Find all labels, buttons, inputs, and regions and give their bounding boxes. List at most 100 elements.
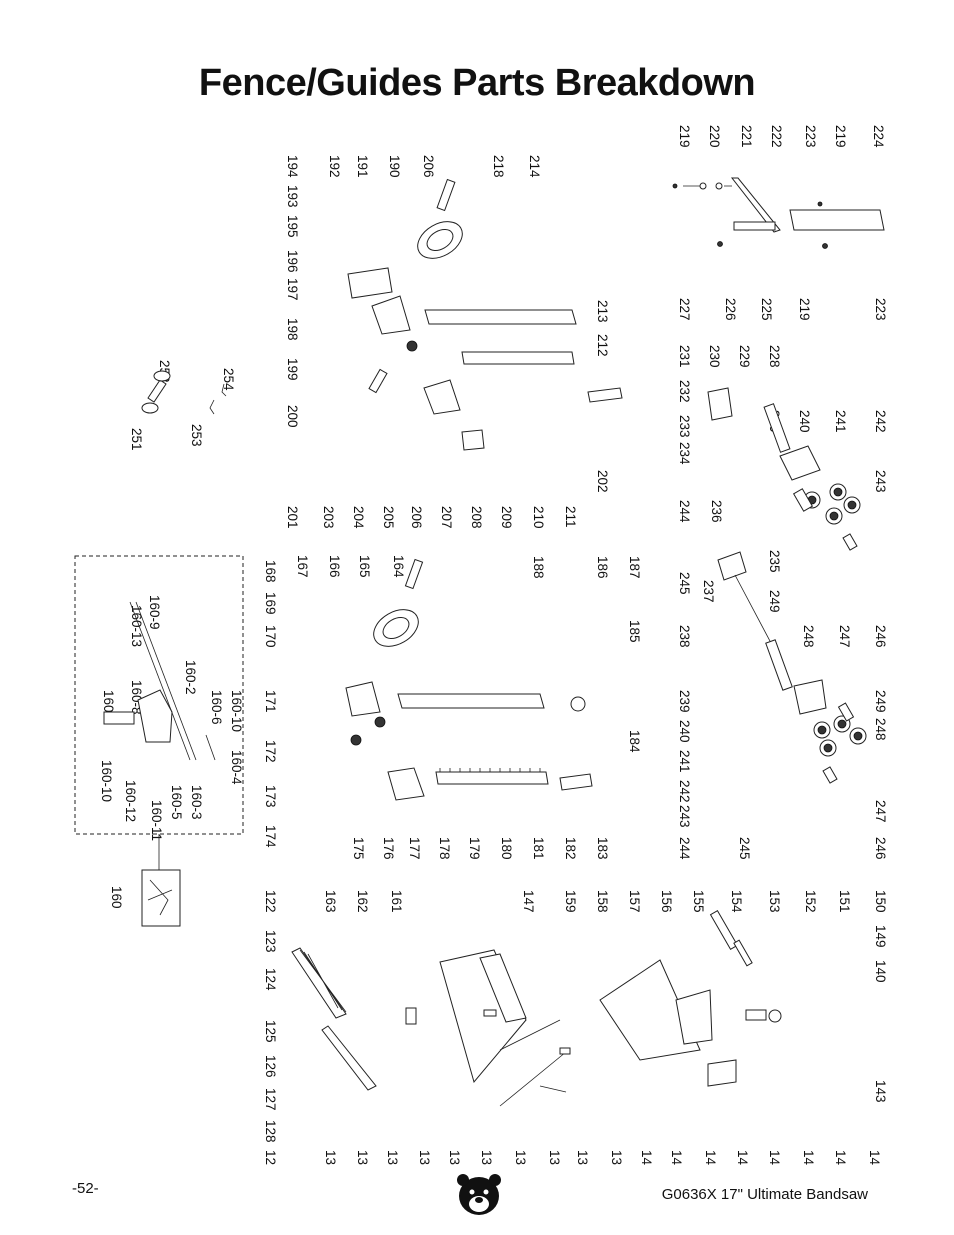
inset-miter-gauge: [103, 601, 216, 761]
part-label: 136: [513, 1150, 528, 1165]
part-label: 174: [263, 825, 278, 848]
part-label: 219: [833, 125, 848, 148]
part-label: 190: [387, 155, 402, 178]
part-label: 157: [627, 890, 642, 913]
part-label: 134: [447, 1150, 462, 1165]
part-label: 229: [737, 345, 752, 368]
part-label: 185: [627, 620, 642, 643]
part-label: 144: [767, 1150, 782, 1165]
table-lower-assembly: [291, 909, 782, 1107]
part-label: 231: [677, 345, 692, 368]
part-label: 186: [595, 556, 610, 579]
part-label: 223: [873, 298, 888, 321]
part-label: 135: [479, 1150, 494, 1165]
part-label: 160-5: [169, 785, 184, 820]
part-label: 206: [409, 506, 424, 529]
part-label: 131: [355, 1150, 370, 1165]
part-label: 183: [595, 837, 610, 860]
part-label: 249: [873, 690, 888, 713]
part-label: 161: [389, 890, 404, 913]
part-label: 200: [285, 405, 300, 428]
part-label: 168: [263, 560, 278, 583]
part-label: 139: [609, 1150, 624, 1165]
part-label: 205: [381, 506, 396, 529]
part-label: 236: [709, 500, 724, 523]
part-label: 219: [797, 298, 812, 321]
part-label: 202: [595, 470, 610, 493]
part-label: 124: [263, 968, 278, 991]
part-label: 184: [627, 730, 642, 753]
part-label: 147: [521, 890, 536, 913]
part-label: 152: [803, 890, 818, 913]
part-label: 225: [759, 298, 774, 321]
part-label: 213: [595, 300, 610, 323]
part-label: 175: [351, 837, 366, 860]
part-label: 182: [563, 837, 578, 860]
part-label: 238: [677, 625, 692, 648]
part-label: 130: [323, 1150, 338, 1165]
part-label: 167: [295, 555, 310, 578]
part-label: 171: [263, 690, 278, 713]
part-label: 188: [531, 556, 546, 579]
part-label: 129: [263, 1150, 278, 1165]
part-label: 155: [691, 890, 706, 913]
part-label: 125: [263, 1020, 278, 1043]
part-label: 177: [407, 837, 422, 860]
part-label: 243: [873, 470, 888, 493]
part-label: 254: [221, 368, 236, 391]
part-label: 206: [421, 155, 436, 178]
part-label: 172: [263, 740, 278, 763]
part-label: 162: [355, 890, 370, 913]
part-label: 137: [547, 1150, 562, 1165]
part-label: 248: [873, 718, 888, 741]
part-label: 221: [739, 125, 754, 148]
part-label: 160-10: [229, 690, 244, 732]
part-label: 166: [327, 555, 342, 578]
part-label: 247: [837, 625, 852, 648]
part-label: 151: [837, 890, 852, 913]
part-label: 170: [263, 625, 278, 648]
part-label: 195: [285, 215, 300, 238]
part-label: 220: [707, 125, 722, 148]
part-label: 241: [677, 750, 692, 773]
part-label: 227: [677, 298, 692, 321]
part-label: 158: [595, 890, 610, 913]
inset-box: [74, 555, 244, 835]
part-label: 240: [677, 720, 692, 743]
part-label: 160-2: [183, 660, 198, 695]
part-label: 156: [659, 890, 674, 913]
part-label: 208: [469, 506, 484, 529]
part-label: 253: [189, 424, 204, 447]
upper-guide-assembly: [707, 387, 861, 661]
part-label: 204: [351, 506, 366, 529]
fence-upper-assembly: [347, 178, 623, 451]
part-label: 149: [873, 925, 888, 948]
part-label: 196: [285, 250, 300, 273]
wrench-tools: [141, 370, 227, 415]
part-label: 160-6: [209, 690, 224, 725]
part-label: 251: [129, 428, 144, 451]
part-label: 153: [767, 890, 782, 913]
part-label: 235: [767, 550, 782, 573]
part-label: 144: [867, 1150, 882, 1165]
model-caption: G0636X 17" Ultimate Bandsaw: [661, 1186, 868, 1203]
part-label: 133: [417, 1150, 432, 1165]
part-label: 243: [677, 805, 692, 828]
page-number: -52-: [72, 1180, 99, 1197]
part-label: 163: [323, 890, 338, 913]
part-label: 209: [499, 506, 514, 529]
part-label: 224: [871, 125, 886, 148]
page-title: Fence/Guides Parts Breakdown: [198, 62, 756, 104]
part-label: 146: [833, 1150, 848, 1165]
part-label: 234: [677, 442, 692, 465]
part-label: 138: [575, 1150, 590, 1165]
part-label: 159: [563, 890, 578, 913]
part-label: 122: [263, 890, 278, 913]
part-label: 246: [873, 837, 888, 860]
fence-lower-assembly: [345, 558, 593, 801]
part-label: 145: [801, 1150, 816, 1165]
part-label: 187: [627, 556, 642, 579]
part-label: 150: [873, 890, 888, 913]
part-label: 241: [833, 410, 848, 433]
grizzly-bear-icon: [457, 1174, 501, 1215]
